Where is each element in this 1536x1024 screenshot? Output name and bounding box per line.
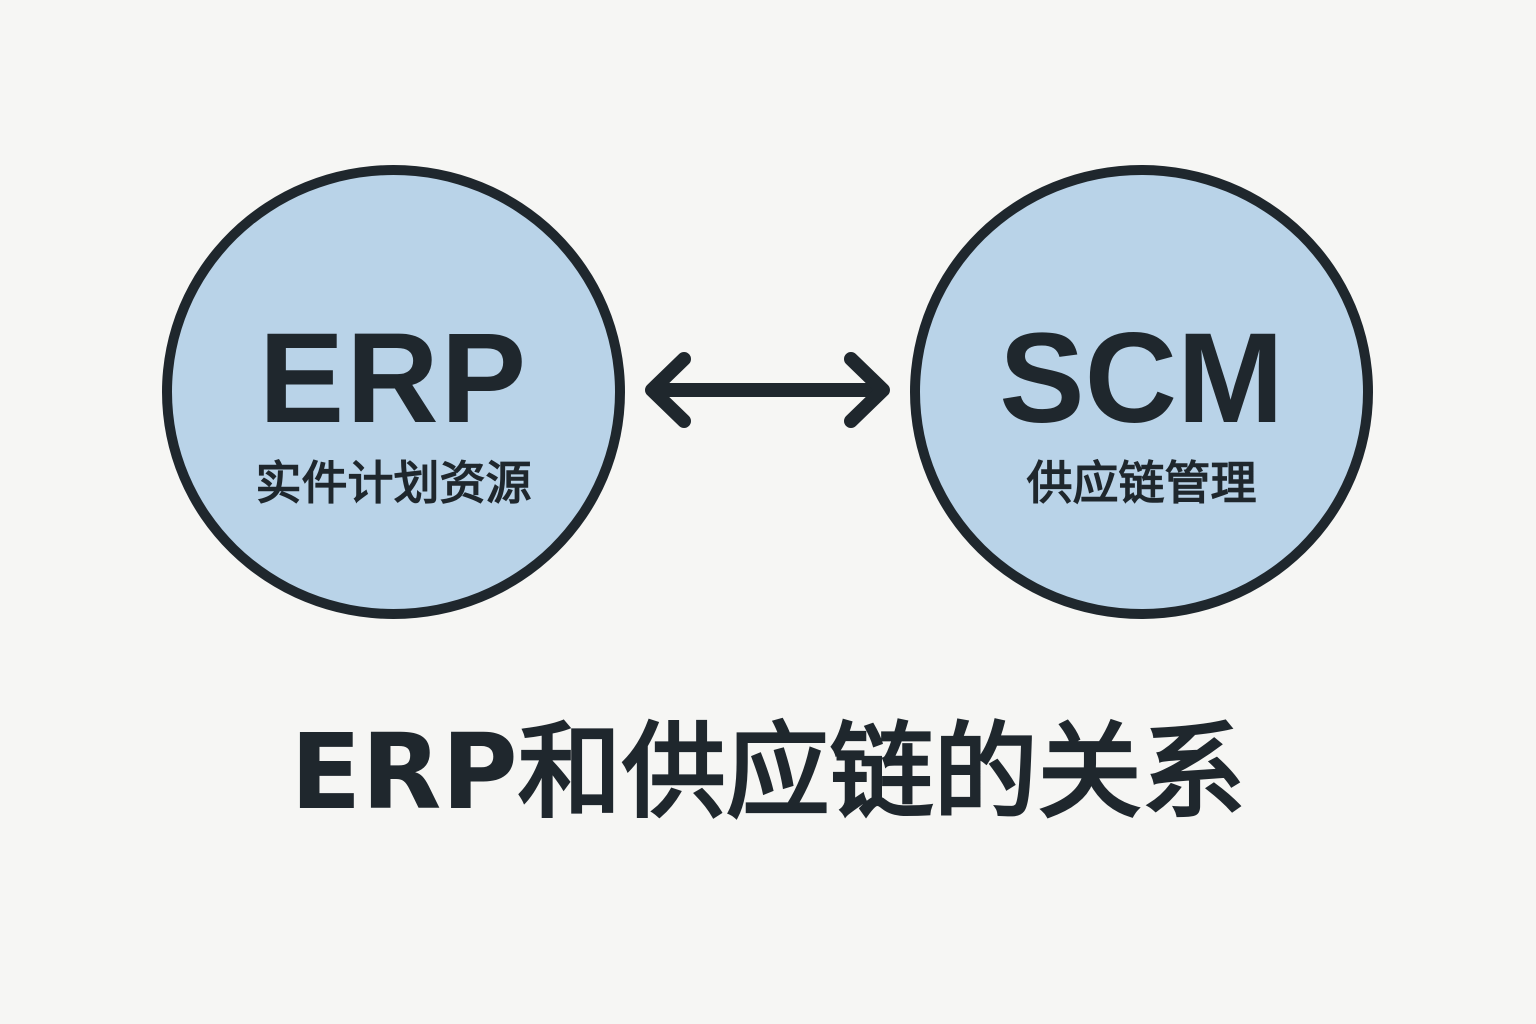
scm-node: SCM 供应链管理 (910, 165, 1373, 619)
erp-node: ERP 实件计划资源 (162, 165, 625, 619)
erp-full-name: 实件计划资源 (255, 456, 532, 510)
arrow-head-left (645, 352, 691, 428)
scm-full-name: 供应链管理 (1026, 456, 1257, 510)
bidirectional-arrow-icon (645, 352, 890, 428)
arrow-head-right (844, 352, 890, 428)
scm-acronym: SCM (999, 307, 1284, 450)
erp-acronym: ERP (258, 307, 529, 450)
diagram-title: ERP和供应链的关系 (290, 711, 1246, 833)
